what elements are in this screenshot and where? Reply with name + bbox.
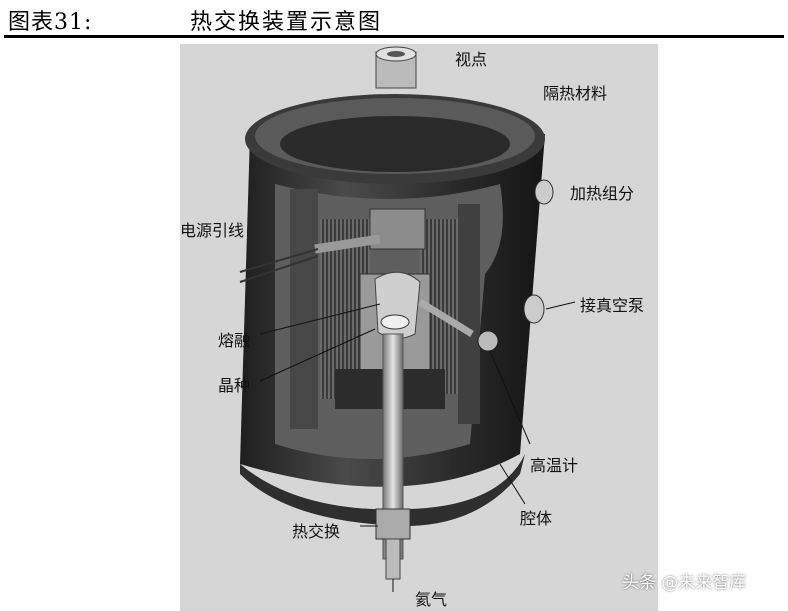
rod-bottom-pipe [385, 538, 401, 580]
label-seed-crystal: 晶种 [218, 376, 251, 395]
label-pyrometer: 高温计 [530, 456, 579, 475]
label-insulation: 隔热材料 [543, 84, 608, 103]
label-heating-element: 加热组分 [570, 184, 635, 203]
port-pyrometer [477, 330, 499, 352]
label-power-lead: 电源引线 [180, 221, 245, 240]
leader-chamber [499, 463, 526, 505]
label-vacuum-pump: 接真空泵 [580, 296, 645, 315]
chamber-lid-inner [280, 116, 510, 172]
port-heating [534, 179, 554, 205]
leader-vacuum [545, 301, 576, 310]
label-heat-exchanger: 热交换 [292, 522, 341, 541]
viewport-hole [387, 51, 405, 57]
insulation-left [290, 189, 318, 429]
label-melt: 熔融 [218, 331, 251, 350]
watermark: 头条 @未来智库 [622, 573, 747, 593]
figure-title: 热交换装置示意图 [190, 10, 383, 35]
chamber-bottom [240, 454, 525, 526]
heat-exchanger-diagram [180, 44, 658, 611]
label-viewpoint: 视点 [455, 50, 488, 69]
power-lead-cable [314, 234, 381, 254]
header-rule [4, 35, 784, 38]
leader-pyrometer [489, 350, 531, 445]
figure-number: 图表31: [8, 10, 93, 35]
power-lead-wires [239, 248, 319, 283]
label-chamber: 腔体 [520, 509, 553, 528]
insulation-right [458, 204, 480, 424]
leader-seed [259, 328, 376, 382]
leader-melt [259, 303, 381, 335]
pyrometer-rod [418, 299, 474, 337]
rod-fitting [375, 508, 411, 540]
seed-crystal-shape [380, 314, 410, 330]
label-argon: 氦气 [415, 590, 448, 609]
port-vacuum [523, 294, 545, 324]
figure-header: 图表31: 热交换装置示意图 [0, 0, 788, 40]
